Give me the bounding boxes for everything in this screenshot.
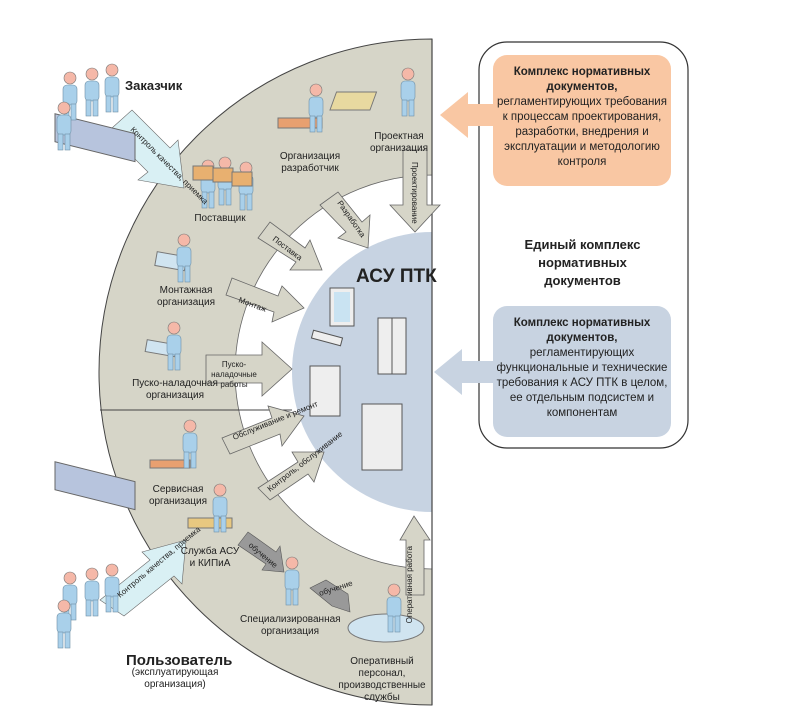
customer-group-icon bbox=[54, 63, 136, 163]
customer-title: Заказчик bbox=[125, 78, 183, 93]
cabinet-server-icon bbox=[361, 403, 403, 471]
participant-design-org: Проектная организация bbox=[369, 131, 429, 154]
arrow-supply bbox=[257, 221, 323, 271]
supplier-icon bbox=[192, 156, 254, 211]
participant-operators: Оперативный персонал, производственные с… bbox=[338, 656, 426, 703]
top-norm-docs-box: Комплекс нормативных документов, регламе… bbox=[493, 55, 671, 186]
operator-icon bbox=[347, 583, 425, 643]
top-box-heading: Комплекс нормативных документов, bbox=[513, 66, 651, 93]
participant-service-org: Сервисная организация bbox=[148, 484, 208, 507]
arrow-commissioning bbox=[205, 341, 293, 397]
participant-specialized-org: Специализированная организация bbox=[240, 614, 341, 637]
commissioning-org-icon bbox=[144, 321, 182, 371]
design-org-icon bbox=[329, 67, 416, 117]
arrow-operation bbox=[399, 515, 431, 596]
arrow-service bbox=[221, 405, 305, 455]
monitor-icon bbox=[329, 287, 355, 327]
bottom-box-text: регламентирующих функциональные и технич… bbox=[496, 347, 668, 419]
user-group-icon bbox=[54, 461, 136, 649]
keyboard-icon bbox=[310, 329, 344, 347]
right-panel-title: Единый комплекс нормативных документов bbox=[524, 237, 641, 288]
asu-service-icon bbox=[187, 483, 233, 533]
rack-server-icon bbox=[377, 317, 407, 375]
flow-label-operation: Оперативная работа bbox=[405, 545, 414, 623]
bottom-norm-docs-box: Комплекс нормативных документов, регламе… bbox=[493, 306, 671, 437]
arrow-development bbox=[319, 191, 371, 249]
core-title: АСУ ПТК bbox=[356, 266, 437, 287]
mounting-org-icon bbox=[154, 233, 192, 283]
arrow-training-1 bbox=[237, 531, 285, 573]
flow-label-commissioning: Пуско-наладочные работы bbox=[211, 360, 257, 389]
flow-label-design: Проектирование bbox=[410, 162, 419, 224]
service-org-icon bbox=[149, 419, 198, 469]
tower-server-icon bbox=[309, 365, 341, 417]
participant-supplier: Поставщик bbox=[194, 213, 246, 224]
top-box-text: регламентирующих требования к процессам … bbox=[497, 96, 667, 168]
user-subtitle: (эксплуатирующая организация) bbox=[131, 667, 219, 690]
participant-mounting-org: Монтажная организация bbox=[156, 285, 216, 308]
arrow-control bbox=[257, 451, 325, 501]
user-title: Пользователь bbox=[126, 652, 232, 669]
orange-arrow bbox=[440, 92, 494, 138]
user-arrow bbox=[99, 539, 187, 617]
bottom-box-heading: Комплекс нормативных документов, bbox=[513, 317, 651, 344]
arrow-mounting bbox=[225, 277, 305, 323]
participant-developer-org: Организация разработчик bbox=[279, 151, 341, 174]
blue-arrow bbox=[434, 349, 494, 395]
arrow-design bbox=[389, 149, 441, 233]
participant-asu-service: Служба АСУ и КИПиА bbox=[180, 546, 240, 569]
arrow-training-2 bbox=[309, 579, 351, 613]
participant-commissioning-org: Пуско-наладочная организация bbox=[132, 378, 218, 401]
developer-org-icon bbox=[277, 83, 324, 133]
